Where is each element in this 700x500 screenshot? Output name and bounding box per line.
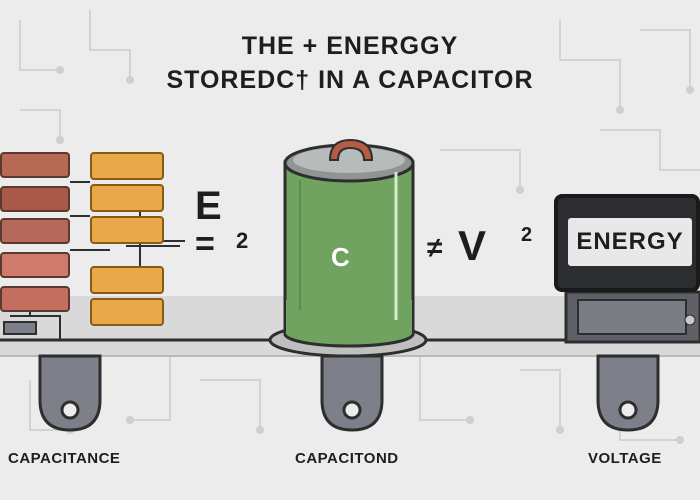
label-voltage: VOLTAGE — [588, 450, 662, 467]
formula-energy-symbol: E — [195, 184, 222, 228]
formula-not-equal: ≠ — [427, 232, 443, 263]
small-connector — [3, 321, 37, 335]
capacitor-plate — [90, 266, 164, 294]
formula-voltage-symbol: V — [458, 222, 487, 269]
formula-right-exponent: 2 — [521, 224, 533, 246]
capacitor-plate — [0, 186, 70, 212]
formula-equals: = — [195, 225, 215, 263]
capacitor-plate — [90, 216, 164, 244]
capacitor-plate — [0, 218, 70, 244]
capacitor-plate — [90, 152, 164, 180]
title-line-2: STOREDC† IN A CAPACITOR — [166, 66, 534, 94]
capacitor-terminal — [328, 138, 374, 161]
energy-meter-display: ENERGY — [568, 218, 692, 266]
label-capacitance: CAPACITANCE — [8, 450, 121, 467]
label-capacitond: CAPACITOND — [295, 450, 399, 467]
formula-left-exponent: 2 — [236, 228, 249, 253]
bracket-right — [596, 354, 660, 432]
capacitor-plate — [90, 184, 164, 212]
capacitor-plate — [0, 286, 70, 312]
energy-meter-screen: ENERGY — [554, 194, 700, 292]
capacitor-plate — [0, 152, 70, 178]
bracket-middle — [320, 354, 384, 432]
capacitor-body — [283, 143, 415, 348]
bracket-left — [38, 354, 102, 432]
title-line-1: THE + ENERGGY — [241, 32, 459, 60]
energy-meter-stand — [564, 290, 700, 344]
capacitor-letter: C — [331, 242, 350, 272]
capacitor-plate — [90, 298, 164, 326]
capacitor-plate — [0, 252, 70, 278]
